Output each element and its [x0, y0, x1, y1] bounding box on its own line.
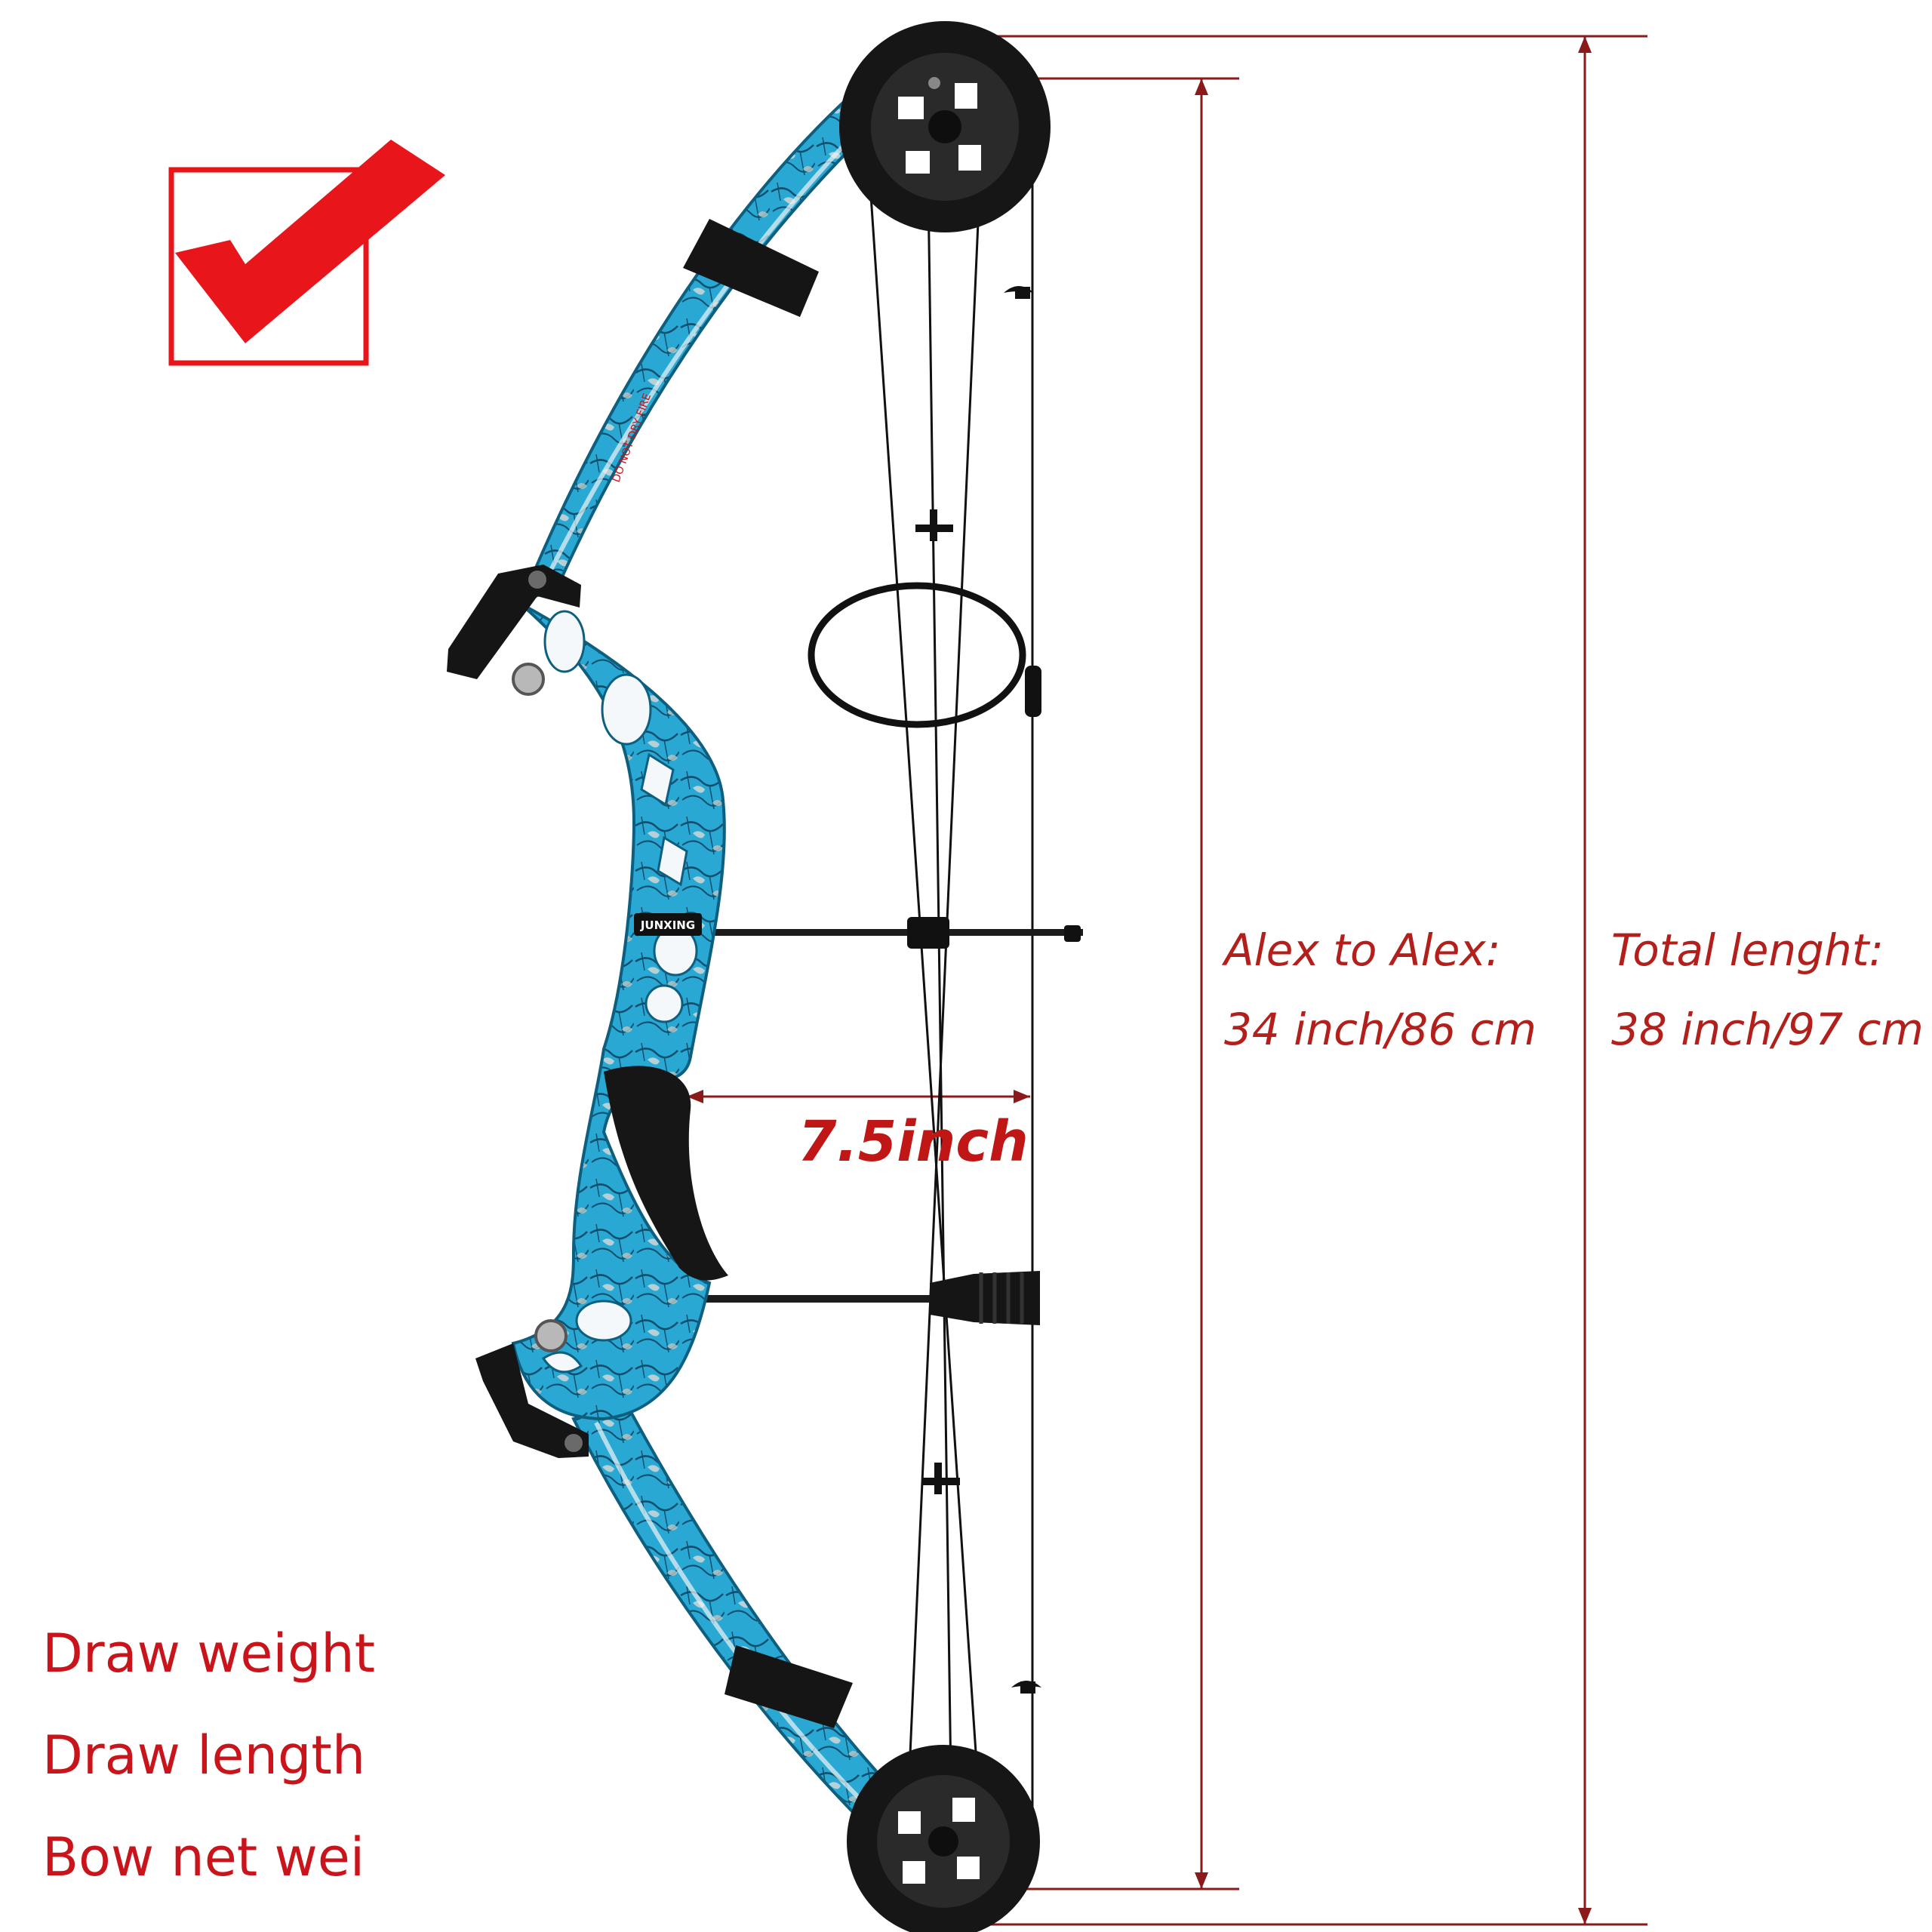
- upper-cam: [839, 21, 1051, 232]
- brace-height-label: 7.5inch: [798, 1109, 1029, 1174]
- lower-limb-dampener: [724, 1645, 853, 1728]
- riser-cutouts: [541, 610, 698, 1374]
- nock-point: [1025, 666, 1041, 717]
- total-length-value: 38 inch/97 cm: [1611, 1004, 1924, 1055]
- lower-limb-pocket: [475, 1319, 589, 1458]
- checkmark-icon: [168, 140, 445, 366]
- string-loop: [808, 582, 1026, 728]
- dimension-lines: [687, 35, 1647, 1926]
- dimension-arrowheads: [687, 36, 1592, 1924]
- axle-to-axle-label: Alex to Alex:: [1224, 924, 1501, 976]
- brand-label: JUNXING: [640, 918, 695, 932]
- axle-to-axle-value: 34 inch/86 cm: [1224, 1004, 1537, 1055]
- spec-draw-weight: Draw weight: [42, 1623, 374, 1684]
- upper-limb-pocket: [447, 565, 581, 696]
- stabilizer: [702, 1271, 1040, 1325]
- brand-plate: [634, 913, 702, 936]
- upper-limb-dampener: [683, 219, 819, 317]
- total-length-label: Total lenght:: [1611, 924, 1884, 976]
- lower-cam: [847, 1745, 1040, 1932]
- bow-strings: [866, 82, 1034, 1887]
- spec-draw-length: Draw length: [42, 1724, 366, 1786]
- grip: [604, 1066, 728, 1281]
- spec-bow-net-weight: Bow net wei: [42, 1826, 365, 1888]
- string-silencers: [915, 286, 1041, 1694]
- riser: [511, 602, 726, 1421]
- cable-guard: [706, 917, 1083, 949]
